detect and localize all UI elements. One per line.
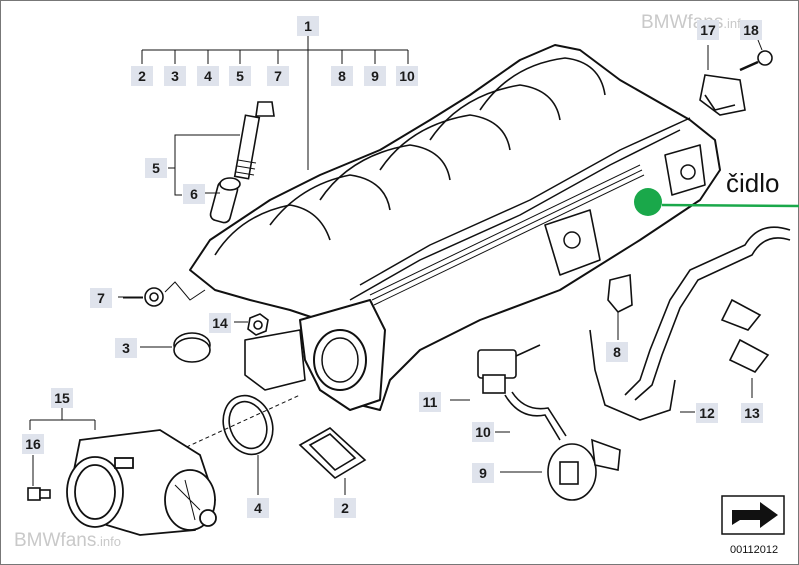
callout-9-bottom[interactable]: 9: [472, 463, 494, 483]
callout-7-left[interactable]: 7: [90, 288, 112, 308]
callout-1-bracket: [141, 34, 409, 170]
watermark-suffix: .info: [96, 534, 121, 549]
callout-14[interactable]: 14: [209, 313, 231, 333]
callout-13[interactable]: 13: [741, 403, 763, 423]
screw-part-16: [27, 455, 51, 501]
regulator-part-9: [500, 438, 621, 501]
callout-18[interactable]: 18: [740, 20, 762, 40]
callout-17[interactable]: 17: [697, 20, 719, 40]
throttle-body: [66, 429, 217, 536]
callout-3-top[interactable]: 3: [164, 66, 186, 86]
callout-6[interactable]: 6: [183, 184, 205, 204]
callout-10-top[interactable]: 10: [396, 66, 418, 86]
callout-16[interactable]: 16: [22, 434, 44, 454]
callout-12[interactable]: 12: [696, 403, 718, 423]
callout-2-bottom[interactable]: 2: [334, 498, 356, 518]
callout-1[interactable]: 1: [297, 16, 319, 36]
clips-part-13: [720, 298, 770, 398]
callout-2-top[interactable]: 2: [131, 66, 153, 86]
valve-part-11: [450, 344, 541, 401]
seal-part-3: [140, 332, 211, 363]
nut-part-7: [118, 281, 206, 307]
sensor-marker: [634, 188, 662, 216]
callout-11[interactable]: 11: [419, 392, 441, 412]
callout-15[interactable]: 15: [51, 388, 73, 408]
callout-4-top[interactable]: 4: [197, 66, 219, 86]
bolt-part: [233, 101, 275, 180]
clip-part-8: [607, 273, 633, 340]
callout-8-right[interactable]: 8: [606, 342, 628, 362]
sensor-label: čidlo: [726, 168, 780, 198]
watermark-brand: BMWfans: [14, 530, 97, 551]
callout-9-top[interactable]: 9: [364, 66, 386, 86]
hose-part-10: [495, 391, 567, 441]
gasket-part-2: [298, 427, 367, 495]
callout-3-left[interactable]: 3: [115, 338, 137, 358]
hose-part-12: [589, 226, 791, 421]
intake-manifold: [189, 44, 721, 411]
callout-7-top[interactable]: 7: [267, 66, 289, 86]
callout-5-top[interactable]: 5: [229, 66, 251, 86]
catalog-icon: [721, 495, 785, 535]
ring-gasket-4: [179, 394, 301, 495]
bracket-15: [29, 408, 96, 430]
screw-part-18: [739, 39, 773, 72]
watermark-top: BMWfans.info: [641, 12, 748, 34]
callout-8-top[interactable]: 8: [331, 66, 353, 86]
callout-10-bottom[interactable]: 10: [472, 422, 494, 442]
nut-part-14: [234, 313, 269, 336]
catalog-number: 00112012: [730, 544, 779, 556]
sensor-leader-line: [661, 203, 799, 208]
callout-5-left[interactable]: 5: [145, 158, 167, 178]
callout-4-bottom[interactable]: 4: [247, 498, 269, 518]
sensor-bracket-17: [699, 45, 746, 116]
watermark-bottom: BMWfans.info: [14, 530, 121, 552]
sleeve-part: [205, 177, 241, 224]
bracket-5: [168, 134, 240, 196]
